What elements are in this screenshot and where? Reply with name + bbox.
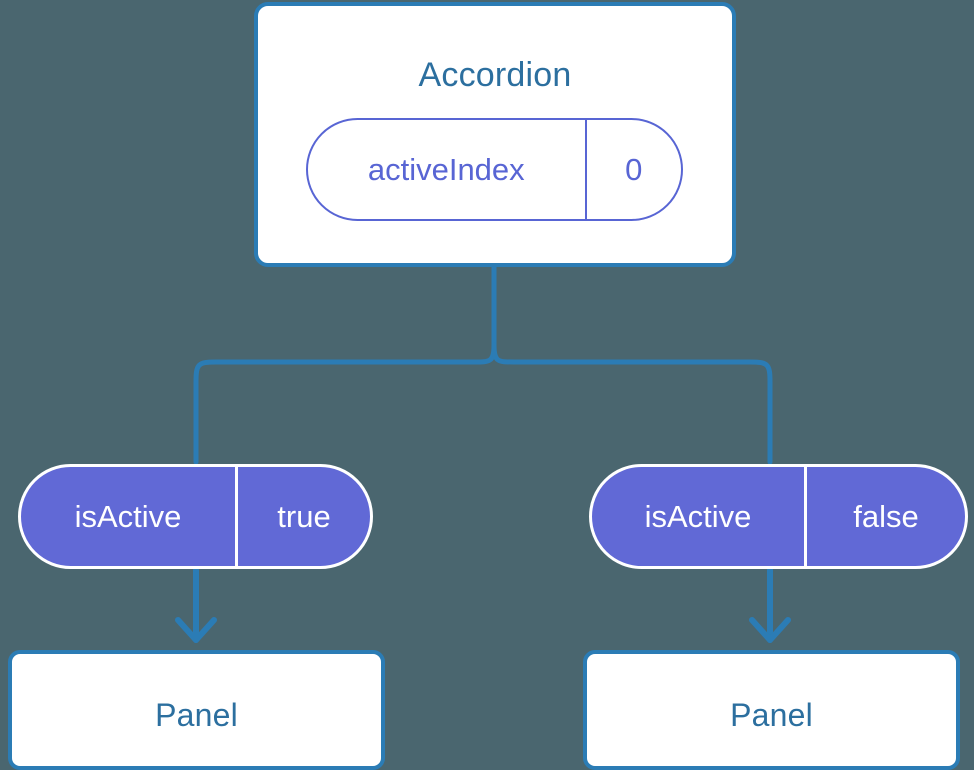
right-branch-state-value: false: [804, 467, 965, 566]
right-panel-card: Panel: [583, 650, 960, 770]
right-panel-label: Panel: [730, 697, 813, 733]
accordion-state-value: 0: [584, 120, 681, 219]
arrow-down-icon-left: [175, 567, 217, 643]
accordion-state-key: activeIndex: [367, 151, 525, 187]
left-branch-state-pill: isActive true: [18, 464, 373, 569]
right-branch-state-pill: isActive false: [589, 464, 968, 569]
accordion-component-label: Accordion: [418, 56, 572, 94]
left-branch-state-value: true: [235, 467, 370, 566]
accordion-state-pill: activeIndex 0: [306, 118, 683, 221]
left-panel-card: Panel: [8, 650, 385, 770]
left-branch-state-key: isActive: [74, 498, 182, 534]
left-panel-label: Panel: [155, 697, 238, 733]
connector-branch-left: [193, 342, 497, 465]
connector-branch-right: [491, 342, 773, 465]
right-branch-state-key: isActive: [644, 498, 752, 534]
arrow-down-icon-right: [749, 567, 791, 643]
